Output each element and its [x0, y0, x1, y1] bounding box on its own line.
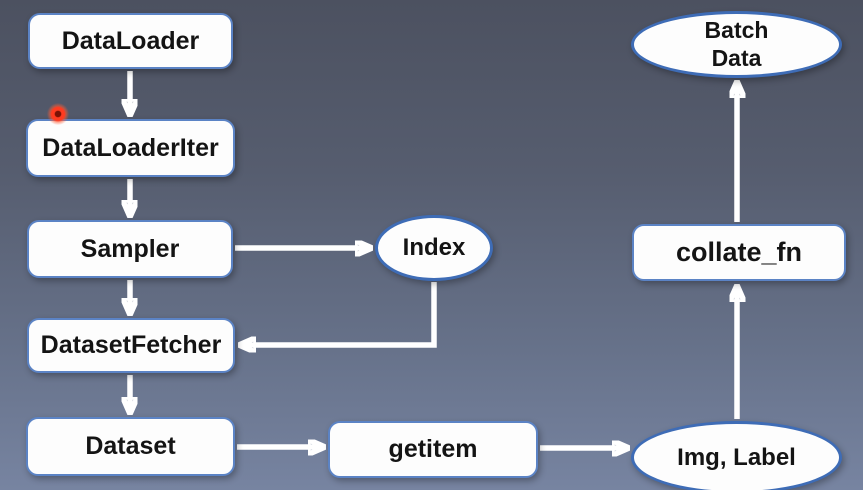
edge-index-datasetfetcher	[242, 282, 437, 345]
node-batch-data-line2: Data	[711, 44, 762, 71]
node-sampler: Sampler	[27, 220, 233, 278]
node-datasetfetcher-label: DatasetFetcher	[40, 331, 222, 359]
node-sampler-label: Sampler	[80, 234, 180, 263]
node-index-label: Index	[402, 234, 466, 261]
node-dataloader: DataLoader	[28, 13, 233, 69]
node-dataloaderiter: DataLoaderIter	[26, 119, 235, 177]
node-dataset: Dataset	[26, 417, 235, 476]
node-getitem: getitem	[328, 421, 538, 478]
node-img-label-label: Img, Label	[677, 443, 796, 471]
node-getitem-label: getitem	[388, 435, 478, 463]
node-dataloader-label: DataLoader	[61, 26, 200, 55]
node-index: Index	[375, 215, 493, 281]
node-batch-data: Batch Data	[631, 11, 842, 78]
node-datasetfetcher: DatasetFetcher	[27, 318, 235, 373]
node-img-label: Img, Label	[631, 421, 842, 490]
node-collate-fn: collate_fn	[632, 224, 846, 281]
node-batch-data-line1: Batch	[704, 16, 769, 43]
node-dataset-label: Dataset	[85, 432, 176, 460]
node-collate-fn-label: collate_fn	[675, 237, 803, 267]
node-dataloaderiter-label: DataLoaderIter	[42, 133, 219, 162]
